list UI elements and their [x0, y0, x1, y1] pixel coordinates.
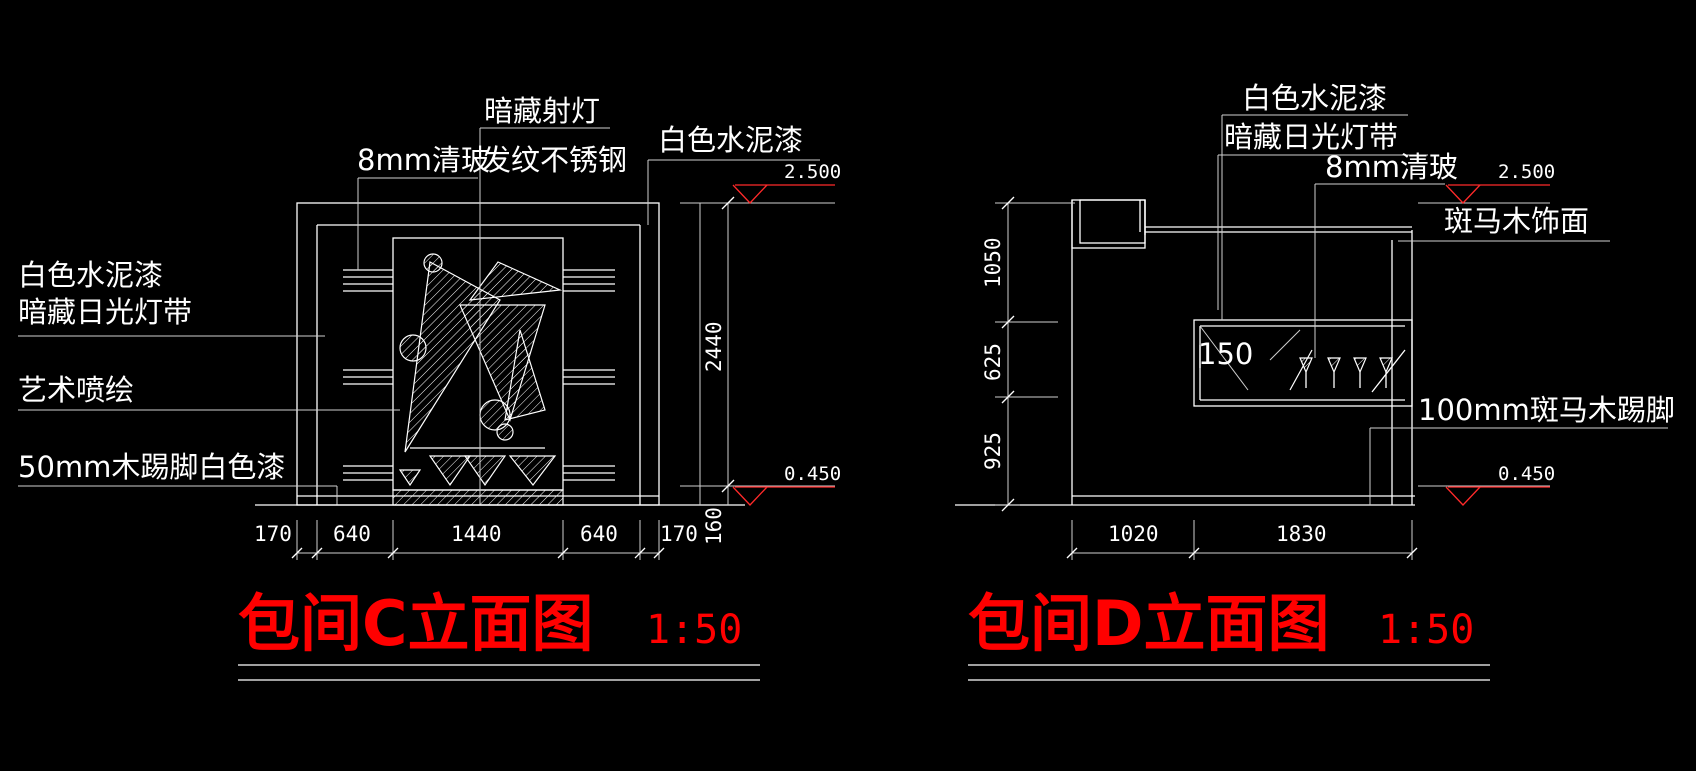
elevation-d-leaders — [1217, 114, 1668, 505]
label-art-painting: 艺术喷绘 — [18, 373, 134, 407]
dim-c-width-2: 1440 — [451, 522, 502, 546]
level-d-bottom: 0.450 — [1498, 463, 1555, 485]
level-d-top: 2.500 — [1498, 161, 1555, 183]
spotlight-cone-1 — [428, 455, 472, 487]
level-marker-c-top — [680, 184, 835, 204]
elevation-d: 白色水泥漆 暗藏日光灯带 8mm清玻 斑马木饰面 100mm斑马木踢脚 150 … — [955, 81, 1675, 681]
art-circle-1 — [423, 253, 443, 273]
spotlight-cone-4 — [398, 469, 422, 487]
title-elevation-d: 包间D立面图 — [968, 587, 1329, 660]
label-skirting-c: 50mm木踢脚白色漆 — [18, 450, 285, 484]
label-white-cement-paint-c-left: 白色水泥漆 — [18, 258, 163, 292]
label-hidden-light-strip-d: 暗藏日光灯带 — [1224, 120, 1398, 154]
label-white-cement-paint-d: 白色水泥漆 — [1242, 81, 1387, 115]
spotlight-cone-2 — [463, 455, 507, 487]
label-shelf-dim: 150 — [1198, 337, 1253, 371]
elevation-c: 暗藏射灯 发纹不锈钢 8mm清玻 白色水泥漆 白色水泥漆 暗藏日光灯带 艺术喷绘… — [18, 94, 841, 681]
dim-c-width-3: 640 — [580, 522, 618, 546]
elevation-d-vertical-dimension — [995, 196, 1075, 512]
elevation-c-vertical-dimension — [699, 196, 735, 505]
level-marker-c-bottom — [680, 485, 835, 506]
dim-d-height-0: 1050 — [981, 237, 1005, 288]
glass-reflection-1 — [1199, 325, 1249, 391]
elevation-c-horizontal-dimension — [291, 520, 665, 560]
scale-elevation-d: 1:50 — [1378, 607, 1474, 653]
label-hidden-light-strip-c: 暗藏日光灯带 — [18, 295, 192, 329]
title-elevation-c: 包间C立面图 — [238, 587, 594, 660]
level-marker-d-bottom — [1418, 485, 1550, 506]
dim-c-height: 2440 — [702, 321, 726, 372]
glass-reflection-2 — [1269, 329, 1301, 361]
light-strips-left — [343, 269, 393, 481]
art-circle-4 — [496, 423, 514, 441]
art-triangle-2 — [468, 261, 563, 301]
dim-d-height-1: 625 — [981, 343, 1005, 381]
ceiling-soffit-box — [1071, 199, 1146, 249]
dim-c-width-4: 170 — [660, 522, 698, 546]
label-hidden-spotlight: 暗藏射灯 — [484, 94, 600, 128]
dim-c-bottom-right: 160 — [702, 507, 726, 545]
dim-d-height-2: 925 — [981, 432, 1005, 470]
level-c-top: 2.500 — [784, 161, 841, 183]
art-triangle-4 — [504, 329, 546, 421]
dim-c-width-0: 170 — [254, 522, 292, 546]
elevation-c-leaders — [18, 127, 820, 505]
label-hairline-steel: 发纹不锈钢 — [482, 143, 627, 177]
art-circle-2 — [399, 334, 427, 362]
light-strips-right — [563, 269, 615, 481]
label-zebrawood-finish: 斑马木饰面 — [1444, 204, 1589, 238]
dim-d-width-1: 1830 — [1276, 522, 1327, 546]
level-c-bottom: 0.450 — [784, 463, 841, 485]
spotlight-cone-3 — [508, 455, 557, 486]
ceiling-soffit-inner — [1079, 199, 1146, 244]
label-white-cement-paint-c-top: 白色水泥漆 — [658, 123, 803, 157]
dim-c-width-1: 640 — [333, 522, 371, 546]
label-clear-glass-c: 8mm清玻 — [357, 143, 490, 177]
dim-d-width-0: 1020 — [1108, 522, 1159, 546]
shelf-recess — [1193, 319, 1413, 407]
level-marker-d-top — [1418, 184, 1550, 204]
downlight-fixtures — [1289, 349, 1406, 393]
label-zebrawood-skirting: 100mm斑马木踢脚 — [1418, 393, 1675, 427]
scale-elevation-c: 1:50 — [646, 607, 742, 653]
elevation-d-horizontal-dimension — [1066, 520, 1418, 560]
art-panel-base — [392, 489, 564, 506]
label-clear-glass-d: 8mm清玻 — [1325, 150, 1458, 184]
